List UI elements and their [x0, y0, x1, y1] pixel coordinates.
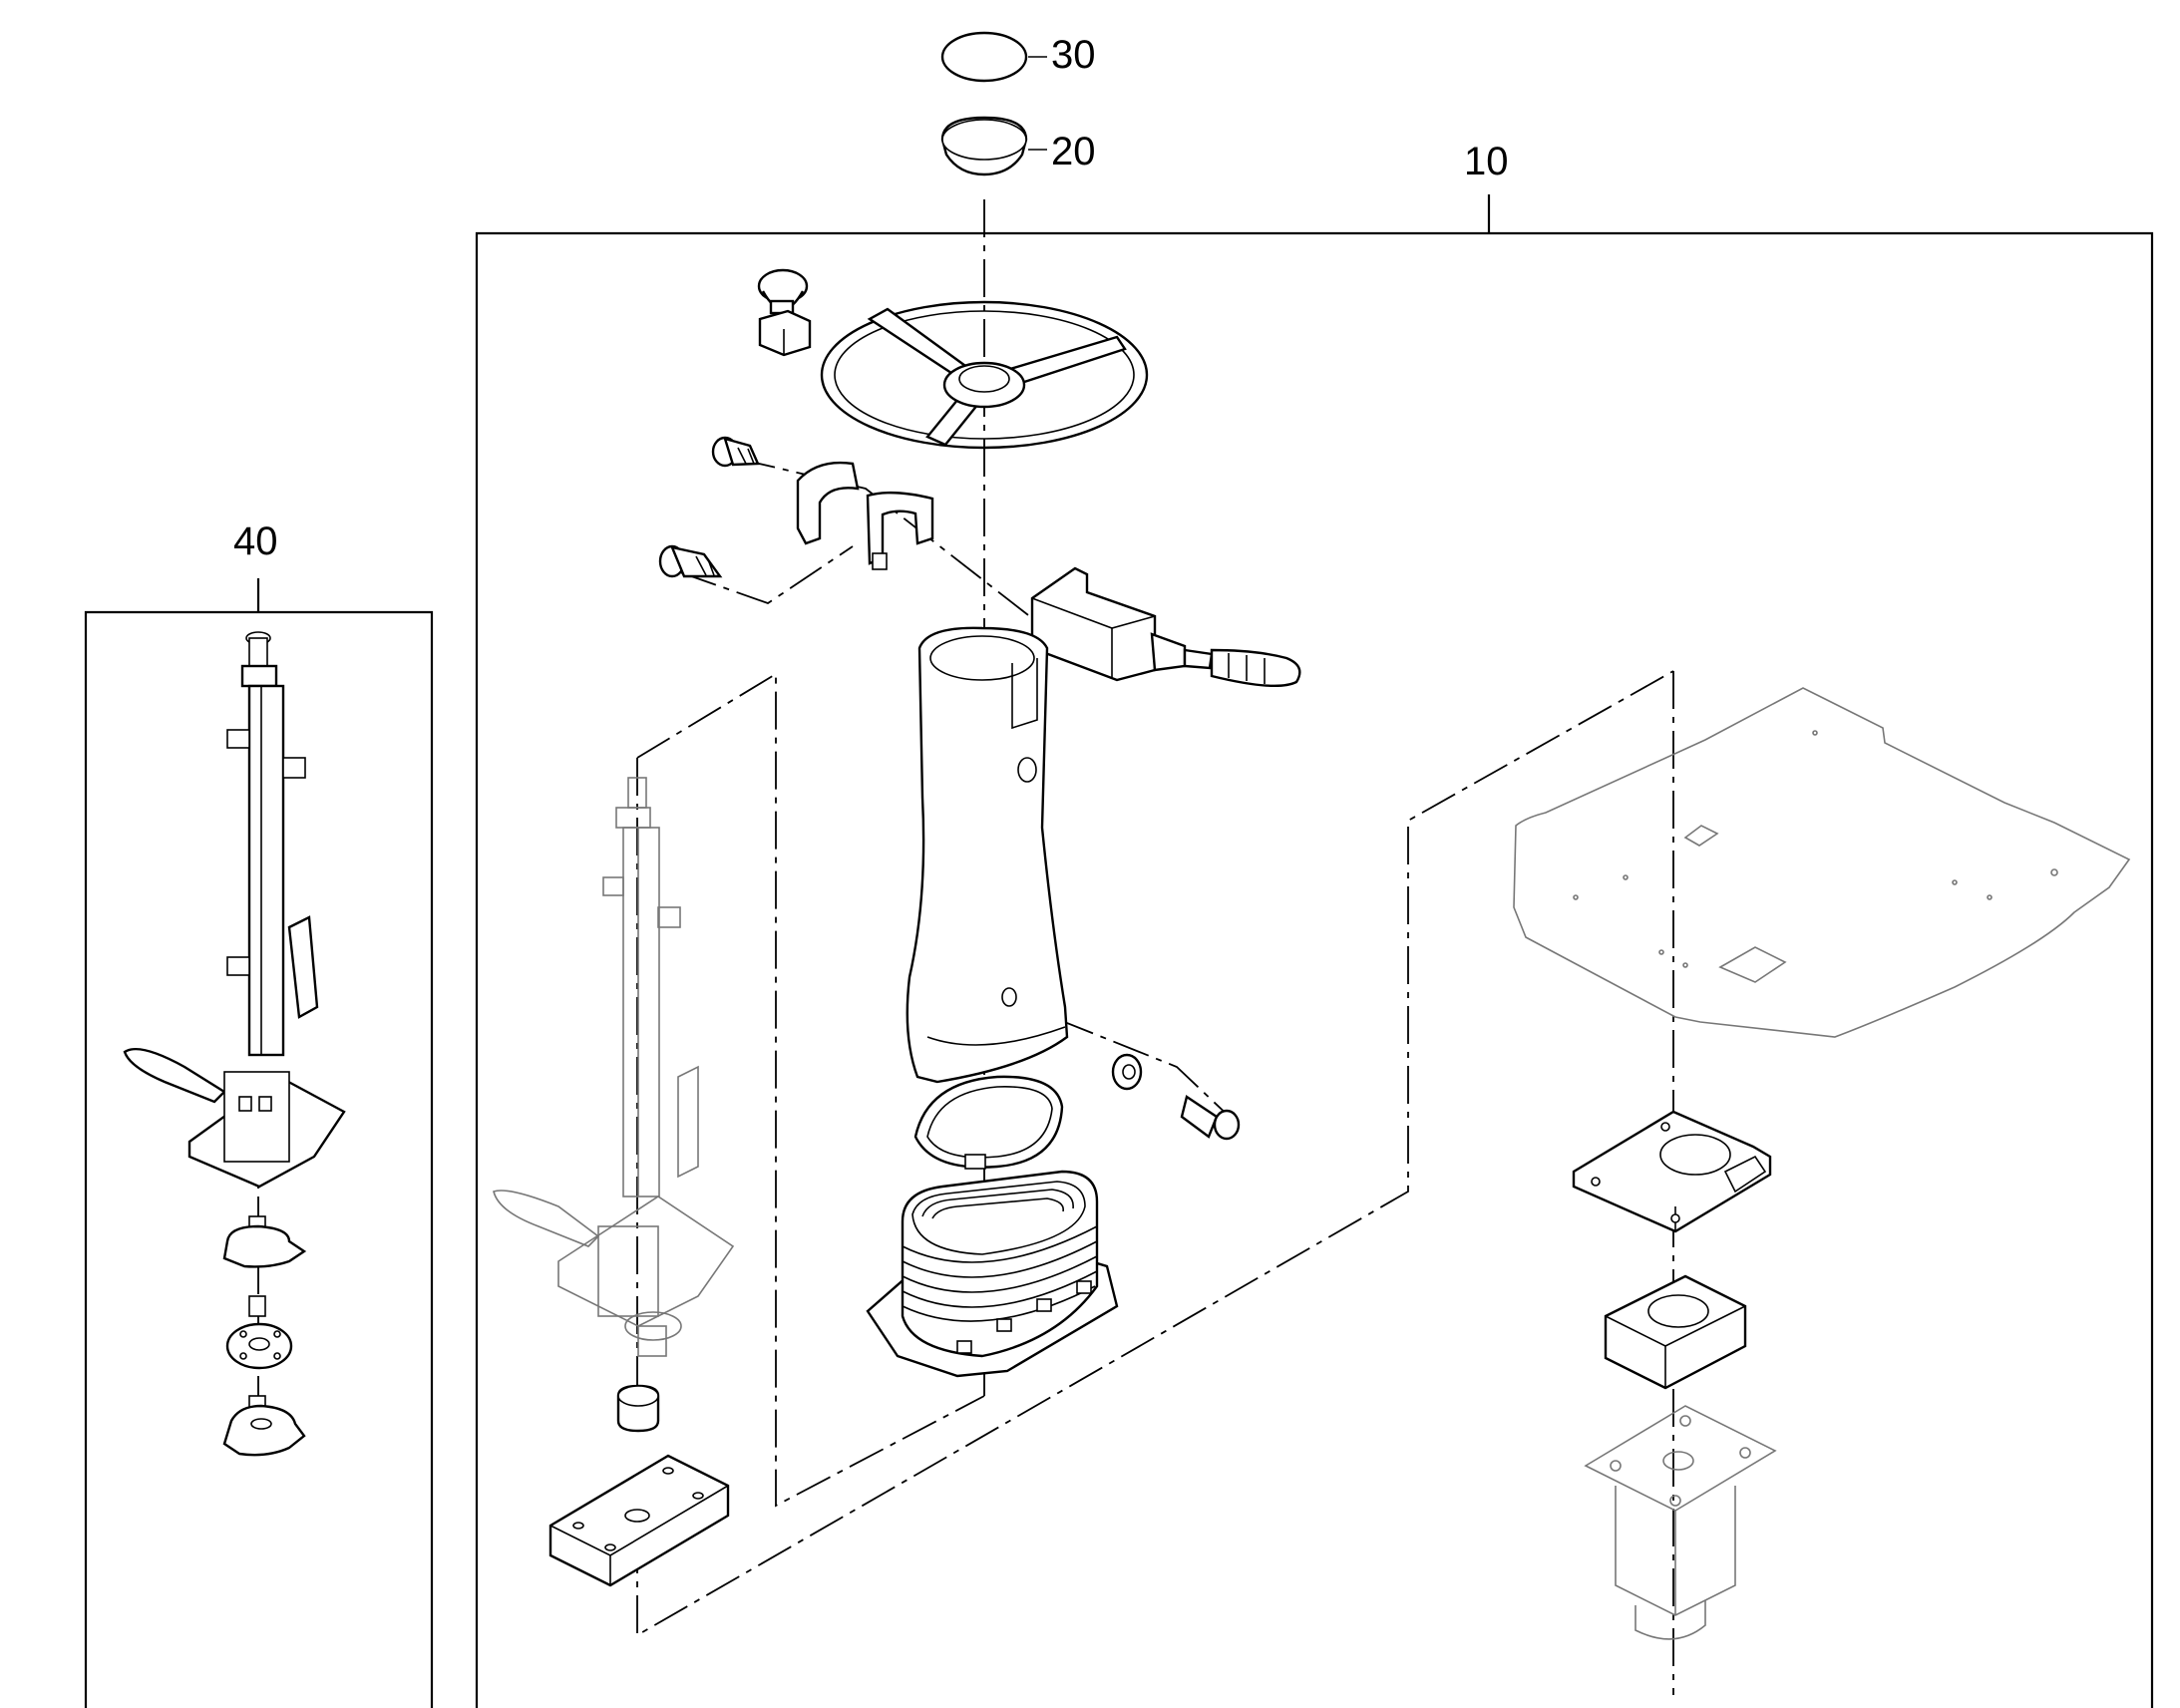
callout-20: 20: [1051, 130, 1096, 173]
multifunction-switch: [1030, 566, 1301, 688]
cover-washer: [1111, 1053, 1143, 1091]
column-mount-plate: [548, 1454, 730, 1587]
coupling-shaft: [222, 1215, 307, 1268]
assembly-frame-10: [475, 194, 2154, 1708]
steering-column-assembly-40: [123, 631, 346, 1189]
column-spacer: [616, 1384, 660, 1433]
column-boot: [866, 1170, 1119, 1378]
column-cover: [906, 626, 1069, 1084]
coupling-hub: [222, 1395, 306, 1457]
callout-10: 10: [1464, 140, 1509, 183]
steering-knob: [757, 268, 812, 357]
callout-40: 40: [233, 519, 278, 563]
retaining-ring: [913, 1075, 1064, 1170]
steering-wheel: [820, 300, 1149, 450]
cover-part-20: [940, 116, 1047, 176]
steering-column-ghost: [493, 777, 735, 1357]
floor-plate: [1513, 687, 2131, 1038]
cover-bolt: [1180, 1095, 1241, 1141]
column-clamp: [796, 461, 934, 570]
steering-unit-ghost: [1584, 1405, 1777, 1640]
upper-screw: [711, 436, 760, 468]
lower-screw: [658, 544, 723, 578]
mount-bracket: [1572, 1110, 1772, 1233]
callout-30: 30: [1051, 33, 1096, 77]
mount-block: [1604, 1274, 1747, 1390]
assembly-frame-40: [84, 578, 434, 1708]
coupling-flange: [225, 1295, 293, 1370]
cap-part-30: [940, 31, 1047, 83]
